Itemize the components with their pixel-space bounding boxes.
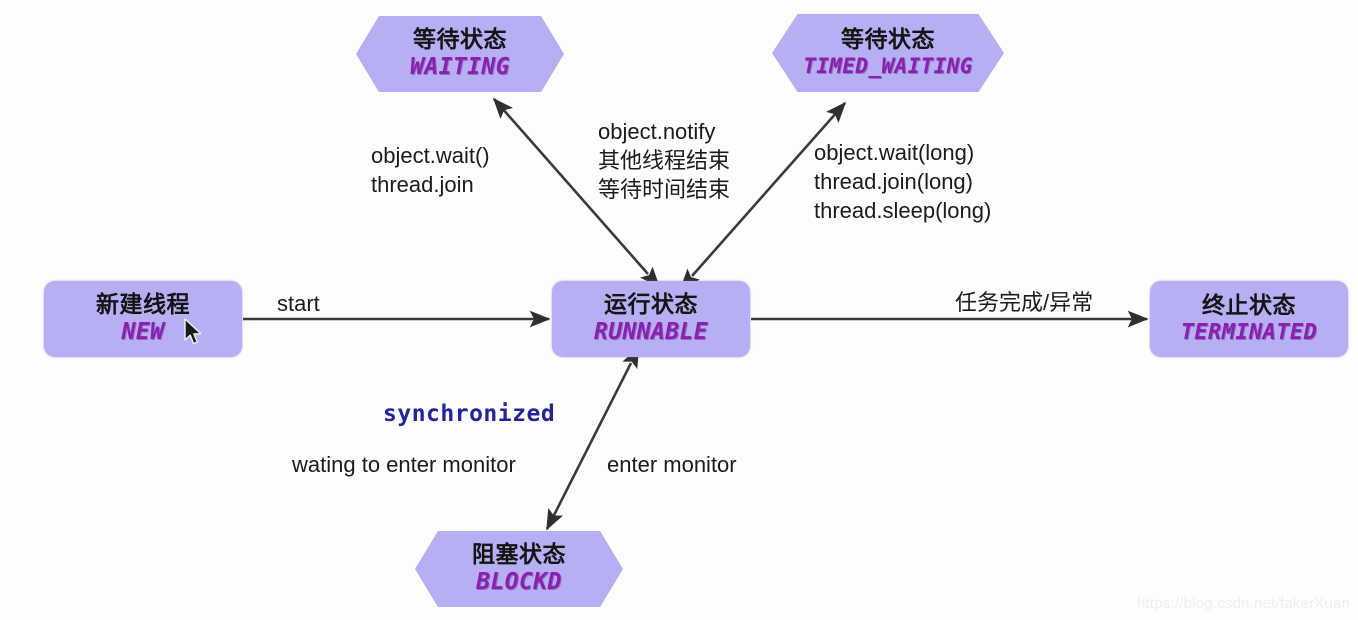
node-terminated[interactable]: 终止状态 TERMINATED	[1150, 281, 1348, 357]
node-runnable[interactable]: 运行状态 RUNNABLE	[552, 281, 750, 357]
node-runnable-cn: 运行状态	[604, 291, 698, 318]
node-new-en: NEW	[121, 319, 165, 345]
node-blocked[interactable]: 阻塞状态 BLOCKD	[415, 531, 623, 607]
node-blocked-cn: 阻塞状态	[472, 541, 566, 568]
edge-label-timed-group: object.wait(long) thread.join(long) thre…	[814, 140, 992, 224]
watermark: https://blog.csdn.net/fakerXuan	[1137, 595, 1350, 612]
edge-label-wait-join: object.wait() thread.join	[371, 143, 490, 198]
edge-label-waiting-to-enter-monitor: wating to enter monitor	[292, 452, 516, 477]
node-new-cn: 新建线程	[96, 291, 190, 318]
edge-label-task-complete: 任务完成/异常	[955, 290, 1094, 315]
node-new[interactable]: 新建线程 NEW	[44, 281, 242, 357]
edge-runnable-blocked	[545, 346, 640, 531]
edge-label-enter-monitor: enter monitor	[607, 452, 737, 477]
node-runnable-en: RUNNABLE	[594, 319, 708, 345]
node-timed-waiting-en: TIMED_WAITING	[803, 54, 973, 79]
node-waiting[interactable]: 等待状态 WAITING	[356, 16, 564, 92]
node-waiting-cn: 等待状态	[413, 26, 507, 53]
node-waiting-en: WAITING	[410, 54, 510, 80]
edge-label-notify-group: object.notify 其他线程结束 等待时间结束	[598, 119, 731, 203]
node-terminated-cn: 终止状态	[1202, 291, 1296, 318]
node-timed-waiting[interactable]: 等待状态 TIMED_WAITING	[772, 14, 1004, 92]
node-timed-waiting-cn: 等待状态	[841, 26, 935, 53]
node-terminated-en: TERMINATED	[1180, 319, 1318, 345]
edge-label-synchronized: synchronized	[383, 401, 556, 427]
edge-label-start: start	[277, 291, 320, 316]
node-blocked-en: BLOCKD	[476, 569, 562, 595]
